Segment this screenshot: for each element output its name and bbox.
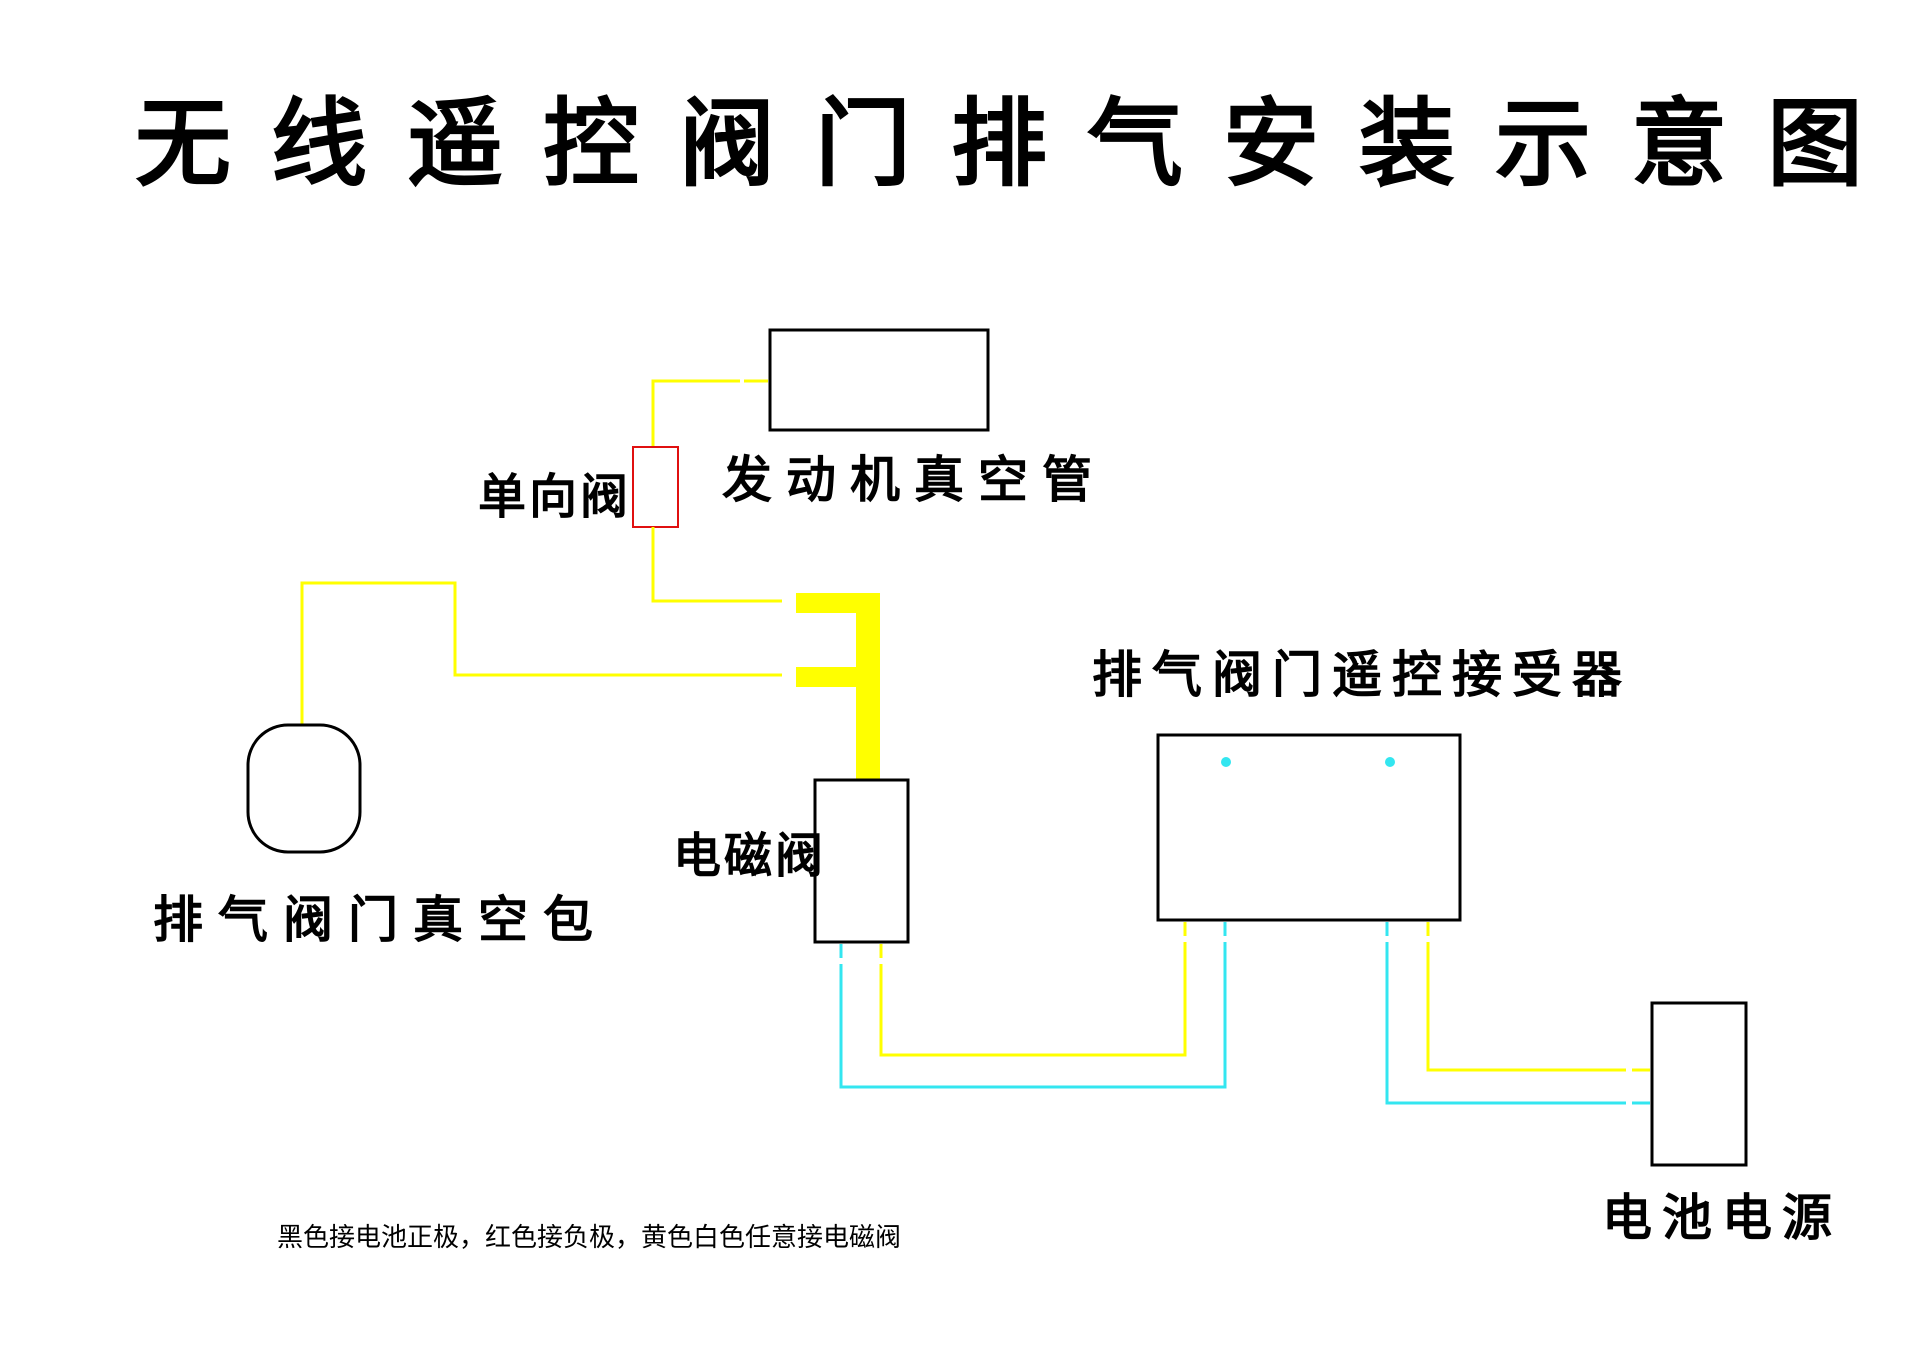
- wire-battery-cyan: [1385, 942, 1626, 1105]
- wire-solenoid-cyan: [839, 942, 1227, 1089]
- wiring-note: 黑色接电池正极，红色接负极，黄色白色任意接电磁阀: [277, 1223, 902, 1253]
- hose-vacuum-bag-to-tee: [300, 581, 782, 725]
- vacuum-bag-label: 排气阀门真空包: [153, 891, 608, 949]
- tee-stem: [856, 593, 880, 780]
- receiver-indicator-right: [1385, 757, 1395, 767]
- battery-box: [1650, 1001, 1748, 1167]
- check-valve-label: 单向阀: [478, 469, 632, 525]
- vacuum-bag-shape: [246, 723, 362, 854]
- check-valve-box: [632, 446, 679, 528]
- receiver-box: [1156, 733, 1462, 922]
- engine-vacuum-pipe-label: 发动机真空管: [722, 451, 1106, 509]
- hose-check-valve-to-tee: [651, 527, 782, 603]
- receiver-indicator-left: [1221, 757, 1231, 767]
- solenoid-valve-label: 电磁阀: [673, 828, 827, 884]
- battery-label: 电池电源: [1602, 1189, 1842, 1247]
- engine-vacuum-pipe-box: [768, 328, 990, 432]
- hose-engine-to-check-valve: [651, 379, 740, 447]
- tee-lower-arm: [796, 667, 856, 687]
- wire-solenoid-yellow: [879, 942, 1187, 1057]
- solenoid-valve-box: [813, 778, 910, 944]
- receiver-label: 排气阀门遥控接受器: [1092, 646, 1632, 704]
- page-title: 无线遥控阀门排气安装示意图: [135, 88, 1903, 200]
- wire-battery-yellow: [1426, 942, 1626, 1072]
